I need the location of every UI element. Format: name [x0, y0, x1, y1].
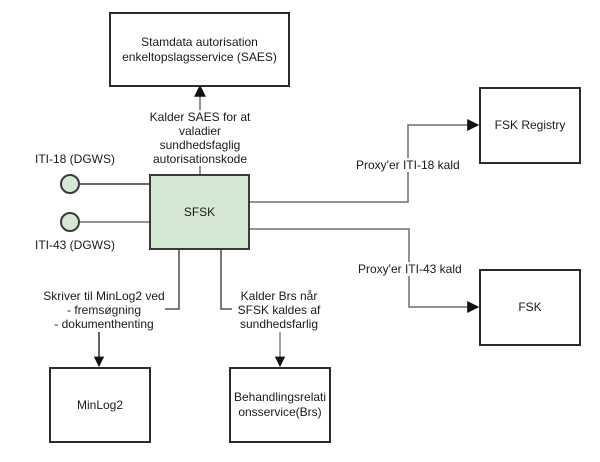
node-fsk-registry[interactable]: FSK Registry — [479, 87, 581, 164]
edge-label-sfsk-to-saes: Kalder SAES for at valadier sundhedsfagl… — [137, 110, 263, 166]
edge-label-sfsk-to-minlog2: Skriver til MinLog2 ved - fremsøgning - … — [43, 289, 165, 331]
edge-label-sfsk-to-fsk-registry: Proxy'er ITI-18 kald — [356, 158, 460, 172]
node-saes[interactable]: Stamdata autorisation enkeltopslagsservi… — [109, 12, 290, 87]
edge-label-sfsk-to-brs: Kalder Brs når SFSK kaldes af sundhedsfa… — [234, 289, 324, 331]
port-iti18-label: ITI-18 (DGWS) — [35, 152, 115, 166]
port-iti43-circle[interactable] — [60, 212, 80, 232]
node-minlog2[interactable]: MinLog2 — [49, 367, 151, 443]
port-iti43-label: ITI-43 (DGWS) — [35, 238, 115, 252]
node-sfsk[interactable]: SFSK — [149, 174, 250, 250]
node-brs[interactable]: Behandlingsrelati onsservice(Brs) — [229, 367, 331, 443]
edge-sfsk-to-minlog2 — [164, 249, 180, 310]
edge-label-sfsk-to-fsk: Proxy'er ITI-43 kald — [358, 262, 462, 276]
edge-sfsk-to-brs — [220, 249, 232, 310]
node-fsk[interactable]: FSK — [479, 269, 581, 346]
port-iti18-circle[interactable] — [60, 174, 80, 194]
